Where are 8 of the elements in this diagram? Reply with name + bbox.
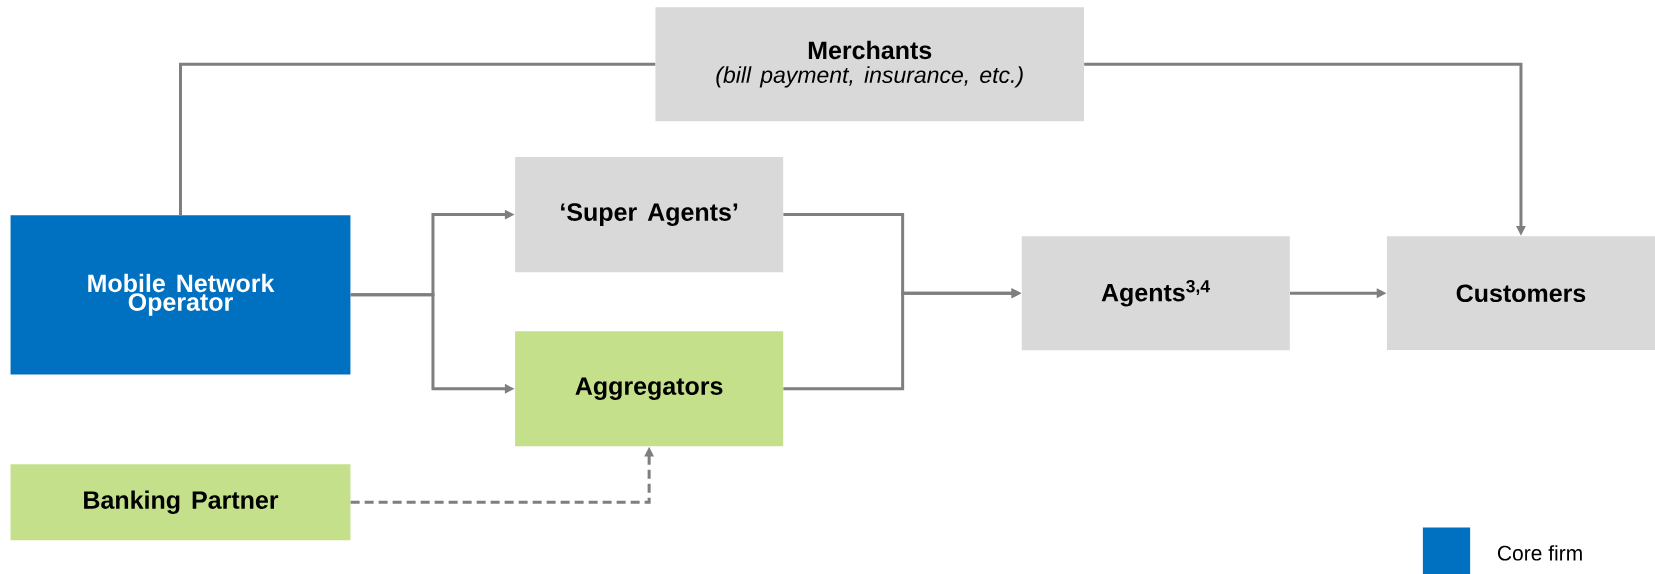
process-box: Merchants (bill payment, insurance, etc.) [655, 7, 1084, 122]
process-box: Agents$^{3,4}$ [1021, 236, 1290, 351]
process-box: Banking Partner [10, 464, 351, 541]
process-box: Mobile Network Operator [10, 215, 351, 375]
process-box: Customers [1386, 236, 1655, 351]
legend-label: Core firm [1497, 545, 1582, 561]
process-box: Aggregators [515, 331, 784, 447]
process-box: ‘Super Agents’ [515, 157, 784, 273]
